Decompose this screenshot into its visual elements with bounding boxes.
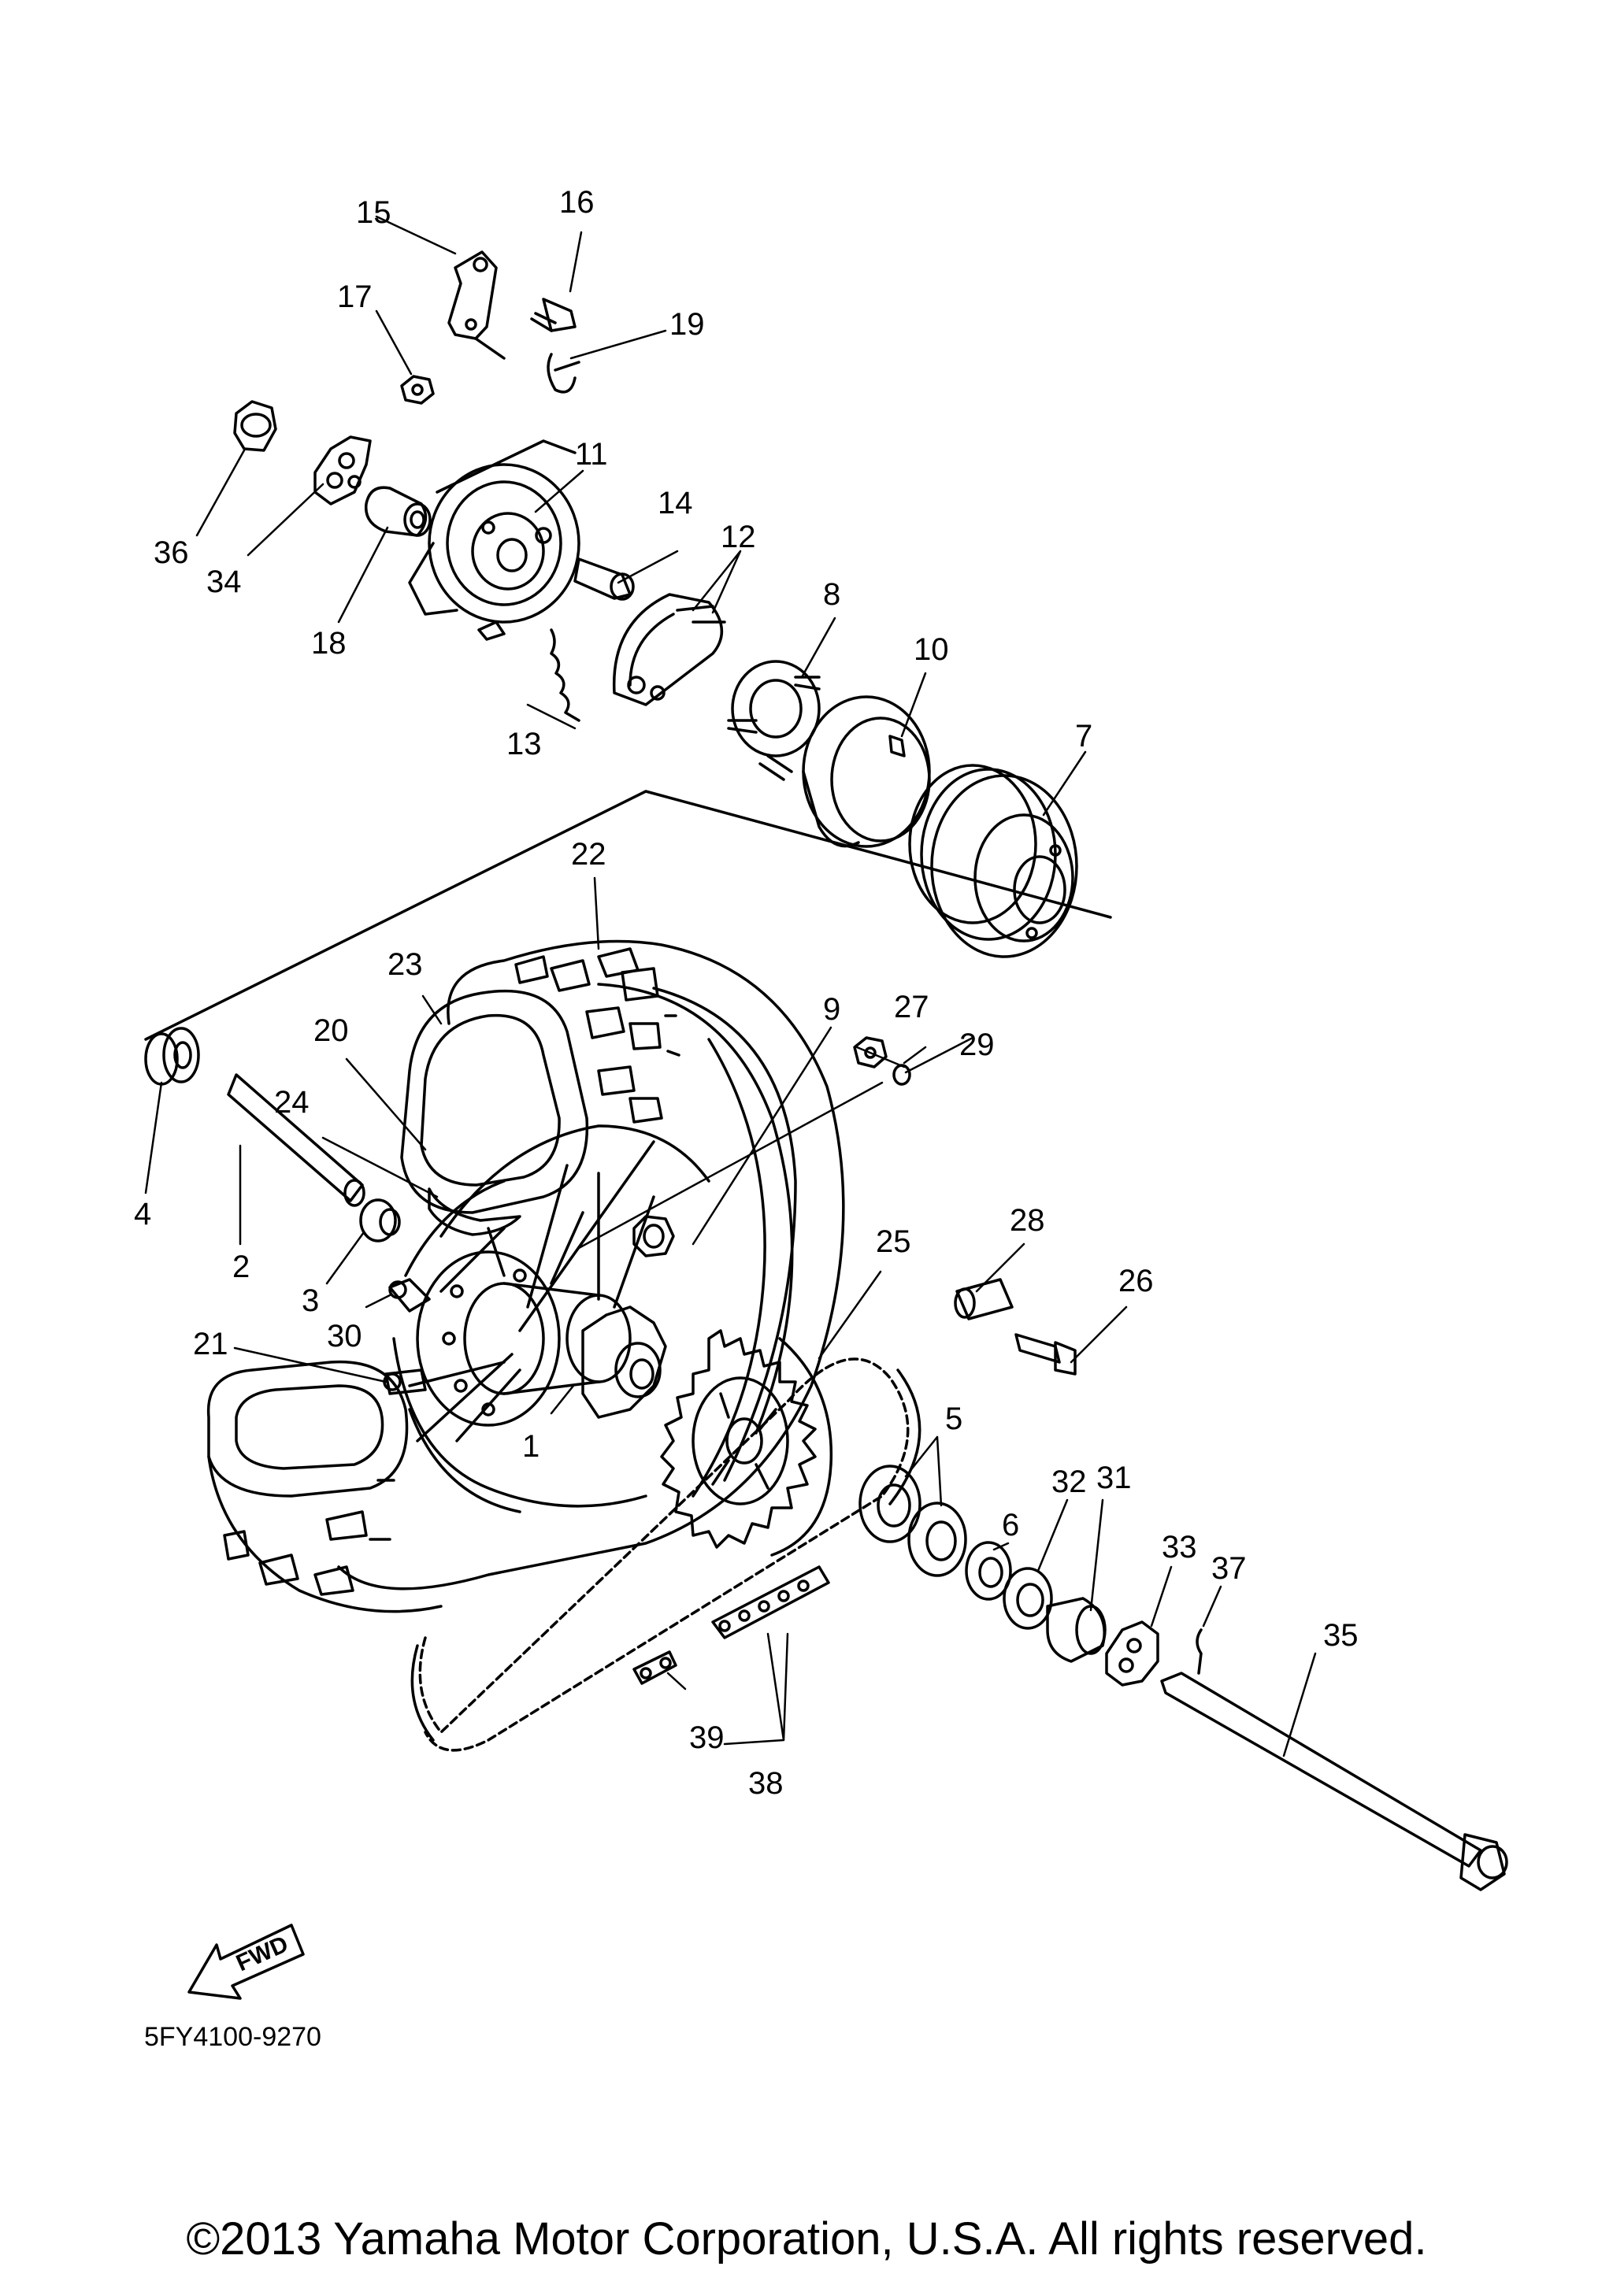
callout-4: 4 xyxy=(134,1197,151,1231)
spokes xyxy=(408,1140,655,1442)
collar-31-part xyxy=(1046,1597,1107,1663)
brake-shoes-12-part xyxy=(612,593,726,706)
callout-3: 3 xyxy=(302,1283,319,1318)
spacer-3-part xyxy=(359,1198,401,1242)
callout-34: 34 xyxy=(206,565,242,599)
callout-19: 19 xyxy=(669,307,705,342)
nut-9-part xyxy=(632,1215,675,1257)
callout-6: 6 xyxy=(1002,1508,1019,1542)
callout-9: 9 xyxy=(823,992,840,1027)
brake-plate-11-part xyxy=(408,463,580,641)
brake-lever-part xyxy=(447,250,506,360)
chain-38-part xyxy=(410,1357,921,1752)
callout-27: 27 xyxy=(894,990,929,1024)
bearing-5-part xyxy=(858,1465,967,1577)
tire-lower-part xyxy=(206,1360,443,1613)
callout-23: 23 xyxy=(387,947,423,982)
callout-20: 20 xyxy=(313,1013,349,1048)
callout-26: 26 xyxy=(1118,1264,1154,1298)
callout-5: 5 xyxy=(945,1402,962,1436)
callout-13: 13 xyxy=(506,727,542,761)
assembly-bracket-line xyxy=(144,790,1112,1041)
callout-28: 28 xyxy=(1010,1203,1045,1238)
tube-23-part xyxy=(400,989,589,1214)
cotter-pin-37-part xyxy=(1196,1628,1203,1675)
sprocket-25-part xyxy=(660,1329,833,1557)
hub-plate-8-part xyxy=(727,660,821,781)
sprocket-flange-part xyxy=(581,1305,667,1419)
callout-7: 7 xyxy=(1075,719,1092,754)
nut-17-part xyxy=(400,375,435,405)
callout-39: 39 xyxy=(689,1720,725,1755)
collar-18-part xyxy=(364,486,432,537)
callout-37: 37 xyxy=(1211,1551,1247,1586)
callout-15: 15 xyxy=(356,195,391,230)
callout-18: 18 xyxy=(311,626,347,661)
hub-cover-7-part xyxy=(908,764,1078,958)
callout-30: 30 xyxy=(327,1319,362,1354)
seal-32-part xyxy=(1003,1567,1053,1630)
spacer-2-part xyxy=(227,1073,365,1207)
callout-22: 22 xyxy=(571,837,606,872)
pin-14-part xyxy=(573,557,635,601)
callout-16: 16 xyxy=(559,185,595,220)
nut-36-part xyxy=(233,400,277,452)
callout-32: 32 xyxy=(1051,1465,1087,1499)
leader-lines xyxy=(144,215,1317,1757)
bolt-16-part xyxy=(530,298,577,332)
callout-14: 14 xyxy=(658,486,693,520)
bearing-4-part xyxy=(144,1027,200,1086)
callout-29: 29 xyxy=(959,1028,995,1062)
callout-24: 24 xyxy=(274,1085,310,1120)
callout-1: 1 xyxy=(522,1429,540,1464)
callout-8: 8 xyxy=(823,577,840,612)
callout-11: 11 xyxy=(575,437,608,472)
clip-19-part xyxy=(547,353,580,394)
callout-35: 35 xyxy=(1323,1618,1359,1653)
sprocket-34-part xyxy=(313,435,372,505)
callout-36: 36 xyxy=(154,535,189,570)
nut-27-part xyxy=(853,1036,888,1068)
callout-2: 2 xyxy=(232,1250,250,1284)
copyright-notice: ©2013 Yamaha Motor Corporation, U.S.A. A… xyxy=(186,2213,1427,2265)
seal-6-part xyxy=(965,1541,1012,1601)
part-code: 5FY4100-9270 xyxy=(144,2022,321,2052)
callout-33: 33 xyxy=(1162,1530,1197,1565)
callout-38: 38 xyxy=(748,1766,784,1801)
callout-25: 25 xyxy=(876,1224,911,1259)
axle-35-part xyxy=(1160,1672,1508,1891)
callout-21: 21 xyxy=(193,1327,228,1361)
tire-22-part xyxy=(337,939,845,1591)
washer-29-part xyxy=(892,1064,911,1086)
callout-10: 10 xyxy=(914,632,949,667)
callout-17: 17 xyxy=(337,280,373,314)
fwd-arrow-icon xyxy=(187,1924,305,2000)
chain-segment-part xyxy=(632,1565,830,1685)
plate-bracket-line xyxy=(436,439,577,494)
sprocket-33-part xyxy=(1105,1620,1159,1687)
bolt-26-part xyxy=(1014,1333,1077,1376)
spring-13-part xyxy=(550,628,580,722)
callout-labels: 15 16 17 19 11 36 34 18 14 12 8 13 10 7 … xyxy=(134,185,1359,1801)
tire-tread-top xyxy=(514,947,680,1124)
callout-31: 31 xyxy=(1096,1461,1132,1495)
bolt-30-part xyxy=(388,1278,431,1313)
callout-12: 12 xyxy=(721,520,756,554)
